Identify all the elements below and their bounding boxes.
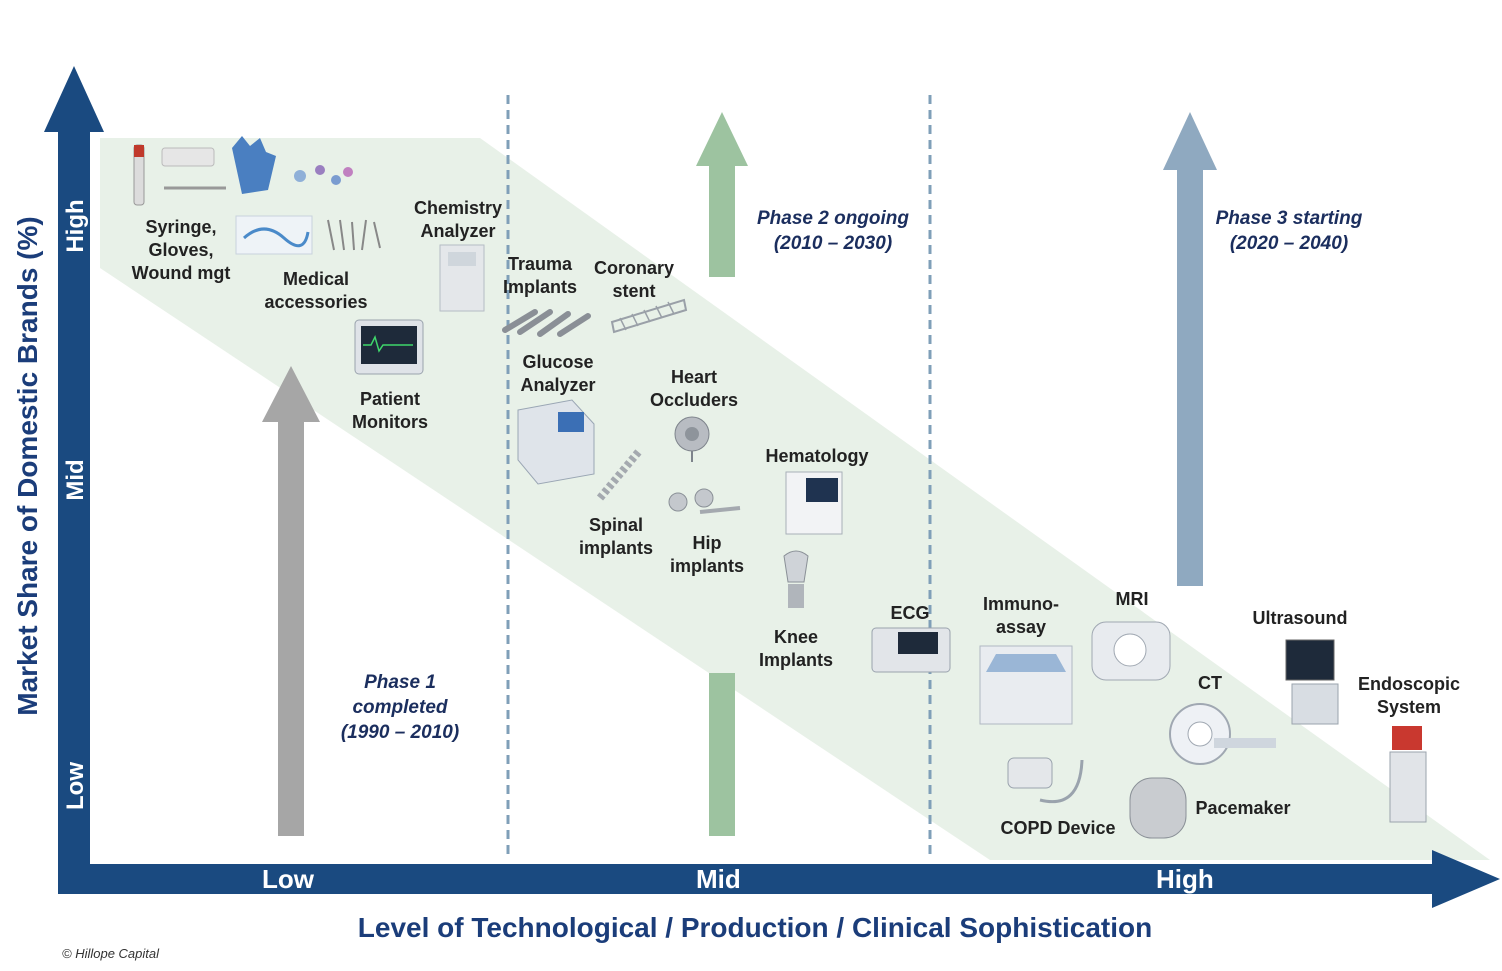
product-label-endoscopic-system: Endoscopic System <box>1357 674 1461 717</box>
product-label-hematology: Hematology <box>765 446 869 466</box>
spinal-implants-icon <box>596 447 644 501</box>
product-label-chemistry-analyzer: Chemistry Analyzer <box>413 198 503 241</box>
endoscopic-system-icon <box>1389 726 1427 823</box>
phase2-label: Phase 2 ongoing (2010 – 2030) <box>756 208 910 254</box>
x-axis-title: Level of Technological / Production / Cl… <box>357 912 1153 943</box>
ecg-device-icon <box>871 627 951 673</box>
hematology-analyzer-icon <box>785 471 843 535</box>
product-label-knee-implants: Knee Implants <box>758 627 834 670</box>
y-tick-high: High <box>62 199 89 253</box>
y-axis <box>44 66 104 894</box>
mri-scanner-icon <box>1091 621 1171 681</box>
product-label-coronary-stent: Coronary stent <box>593 258 675 301</box>
pacemaker-icon <box>1129 777 1187 839</box>
coronary-stent-icon <box>610 298 688 334</box>
product-label-medical-accessories: Medical accessories <box>264 269 368 312</box>
knee-implant-icon <box>783 550 809 608</box>
product-label-syringe: Syringe, Gloves, Wound mgt <box>131 217 231 283</box>
product-label-heart-occluders: Heart Occluders <box>649 367 739 410</box>
copd-device-icon <box>1007 757 1084 803</box>
phase3-label: Phase 3 starting (2020 – 2040) <box>1215 208 1363 254</box>
x-axis <box>58 850 1500 908</box>
hip-implants-icon <box>668 488 741 514</box>
phase2-arrow <box>696 112 748 836</box>
product-label-copd-device: COPD Device <box>1000 818 1116 838</box>
syringe-gloves-icon <box>133 136 353 206</box>
phase1-arrow <box>262 366 320 836</box>
product-label-spinal-implants: Spinal implants <box>578 515 654 558</box>
y-axis-title: Market Share of Domestic Brands (%) <box>12 216 43 716</box>
heart-occluder-icon <box>674 416 710 462</box>
phase1-label: Phase 1 completed (1990 – 2010) <box>340 672 460 743</box>
trauma-implants-icon <box>502 309 591 337</box>
immunoassay-analyzer-icon <box>979 645 1073 725</box>
glucose-analyzer-icon <box>517 399 595 485</box>
product-label-immunoassay: Immuno- assay <box>983 594 1059 637</box>
copyright-notice: © Hillope Capital <box>62 946 160 961</box>
ct-scanner-icon <box>1169 703 1276 765</box>
y-tick-mid: Mid <box>62 459 89 501</box>
product-label-glucose-analyzer: Glucose Analyzer <box>520 352 596 395</box>
x-tick-low: Low <box>262 864 314 894</box>
product-label-patient-monitors: Patient Monitors <box>352 389 428 432</box>
x-tick-mid: Mid <box>696 864 741 894</box>
phase3-arrow <box>1163 112 1217 586</box>
product-label-trauma-implants: Trauma Implants <box>502 254 578 297</box>
patient-monitor-icon <box>354 319 424 375</box>
product-label-mri: MRI <box>1115 589 1149 609</box>
chemistry-analyzer-icon <box>439 244 485 312</box>
y-tick-low: Low <box>62 762 89 810</box>
product-label-pacemaker: Pacemaker <box>1195 798 1291 818</box>
product-label-ct: CT <box>1198 673 1222 693</box>
product-label-hip-implants: Hip implants <box>669 533 745 576</box>
product-label-ecg: ECG <box>890 603 930 623</box>
product-label-ultrasound: Ultrasound <box>1252 608 1348 628</box>
x-tick-high: High <box>1156 864 1214 894</box>
ultrasound-icon <box>1285 639 1339 725</box>
medical-accessories-icon <box>235 215 381 255</box>
